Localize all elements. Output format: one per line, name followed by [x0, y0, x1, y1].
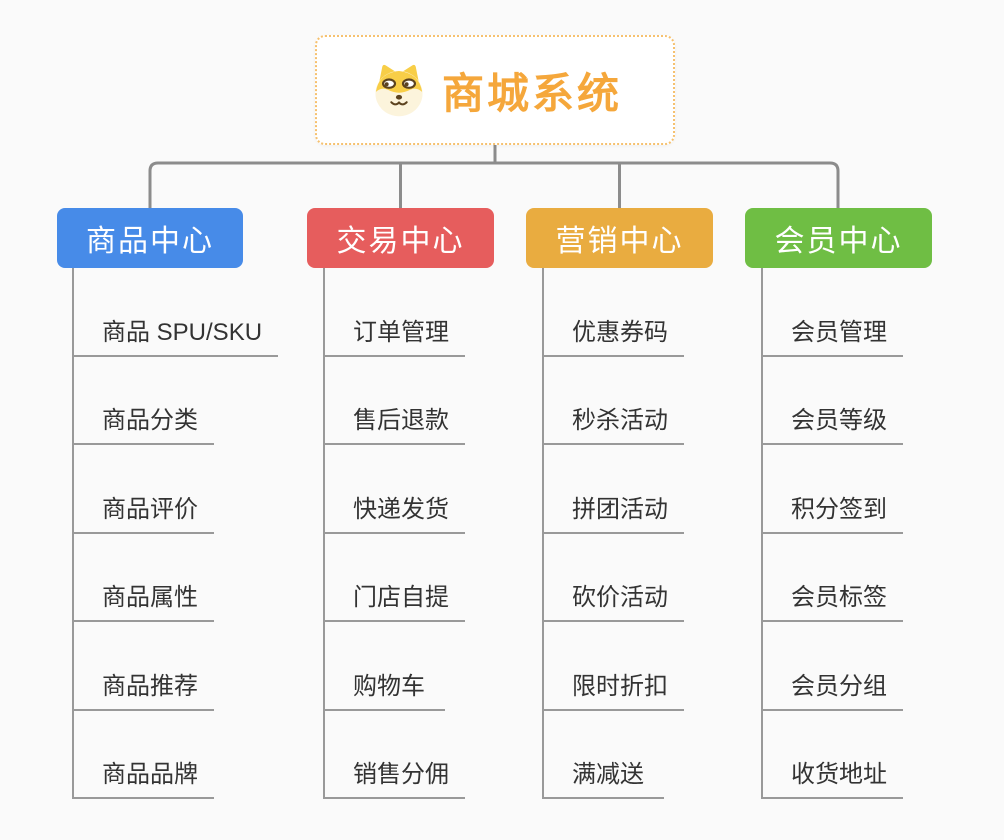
mindmap-leaf-item[interactable]: 购物车	[325, 622, 445, 711]
mindmap-leaf-item[interactable]: 拼团活动	[544, 445, 684, 534]
mindmap-leaf-item[interactable]: 商品推荐	[74, 622, 214, 711]
mindmap-leaf-item[interactable]: 会员管理	[763, 268, 903, 357]
branch-items-product-center: 商品 SPU/SKU 商品分类 商品评价 商品属性 商品推荐 商品品牌	[72, 268, 279, 799]
mindmap-leaf-item[interactable]: 商品品牌	[74, 711, 214, 799]
mindmap-leaf-item[interactable]: 商品评价	[74, 445, 214, 534]
branch-items-marketing-center: 优惠券码 秒杀活动 拼团活动 砍价活动 限时折扣 满减送	[542, 268, 684, 799]
branch-items-member-center: 会员管理 会员等级 积分签到 会员标签 会员分组 收货地址	[761, 268, 903, 799]
mindmap-leaf-item[interactable]: 会员分组	[763, 622, 903, 711]
branch-label: 交易中心	[336, 225, 465, 258]
branch-label: 商品中心	[86, 225, 214, 258]
mindmap-leaf-item[interactable]: 优惠券码	[544, 268, 684, 357]
mindmap-leaf-item[interactable]: 快递发货	[325, 445, 465, 534]
mindmap-leaf-item[interactable]: 订单管理	[325, 268, 465, 357]
branch-label: 营销中心	[555, 225, 684, 258]
root-node[interactable]: 商城系统	[315, 35, 675, 145]
mindmap-leaf-item[interactable]: 商品分类	[74, 357, 214, 445]
branch-node-marketing-center[interactable]: 营销中心	[526, 208, 713, 268]
mindmap-leaf-item[interactable]: 销售分佣	[325, 711, 465, 799]
root-title: 商城系统	[441, 69, 622, 117]
mindmap-leaf-item[interactable]: 会员等级	[763, 357, 903, 445]
mindmap-leaf-item[interactable]: 收货地址	[763, 711, 903, 799]
branch-label: 会员中心	[774, 225, 903, 258]
branch-node-member-center[interactable]: 会员中心	[745, 208, 932, 268]
branch-node-trade-center[interactable]: 交易中心	[307, 208, 494, 268]
mindmap-leaf-item[interactable]: 商品 SPU/SKU	[74, 268, 279, 357]
branch-items-trade-center: 订单管理 售后退款 快递发货 门店自提 购物车 销售分佣	[323, 268, 465, 799]
mindmap-leaf-item[interactable]: 满减送	[544, 711, 664, 799]
branch-node-product-center[interactable]: 商品中心	[57, 208, 243, 268]
mindmap-leaf-item[interactable]: 秒杀活动	[544, 357, 684, 445]
mindmap-leaf-item[interactable]: 会员标签	[763, 534, 903, 622]
shiba-dog-icon	[368, 61, 430, 119]
mindmap-leaf-item[interactable]: 限时折扣	[544, 622, 684, 711]
mindmap-leaf-item[interactable]: 商品属性	[74, 534, 214, 622]
mindmap-leaf-item[interactable]: 门店自提	[325, 534, 465, 622]
mindmap-leaf-item[interactable]: 积分签到	[763, 445, 903, 534]
mindmap-leaf-item[interactable]: 砍价活动	[544, 534, 684, 622]
mindmap-leaf-item[interactable]: 售后退款	[325, 357, 465, 445]
